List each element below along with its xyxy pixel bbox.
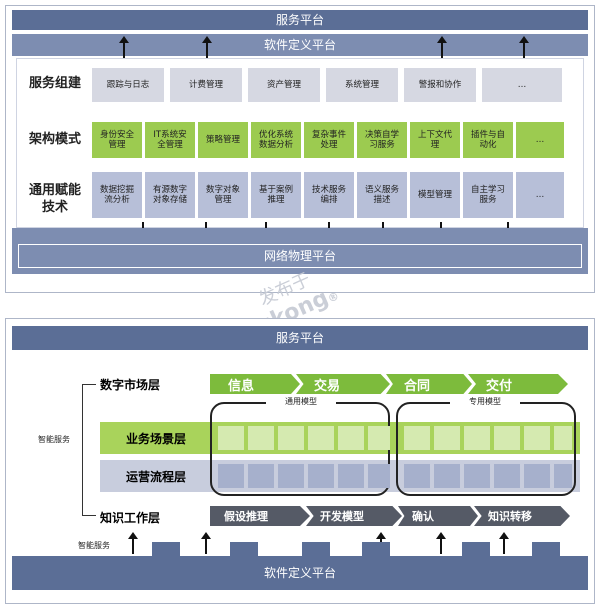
architecture-item: 上下文代 理 (410, 122, 460, 158)
left-label-smart-service: 智能服务 (38, 435, 70, 444)
architecture-item: 插件与自 动化 (463, 122, 513, 158)
special-model-label: 专用模型 (450, 396, 520, 407)
enabling-item: 数据挖掘 流分析 (92, 172, 142, 218)
left-bracket (82, 384, 96, 516)
service-item: 警报和协作 (404, 68, 476, 102)
service-item: 资产管理 (248, 68, 320, 102)
enabling-item: 语义服务 描述 (357, 172, 407, 218)
architecture-item: 决策自学 习服务 (357, 122, 407, 158)
layer-label-operation: 运营流程层 (126, 470, 187, 484)
architecture-item: 策略管理 (198, 122, 248, 158)
architecture-item: 身份安全 管理 (92, 122, 142, 158)
market-step: 信息 (210, 374, 300, 394)
service-item: 计费管理 (170, 68, 242, 102)
market-step: 交付 (468, 374, 568, 394)
row-label-service-component: 服务组建 (28, 76, 81, 91)
business-puzzle-pieces (218, 426, 574, 450)
architecture-item: IT系统安 全管理 (145, 122, 195, 158)
market-step: 交易 (296, 374, 390, 394)
enabling-item: 数字对象 管理 (198, 172, 248, 218)
knowledge-step: 确认 (398, 506, 478, 526)
service-item: 跟踪与日志 (92, 68, 164, 102)
knowledge-step: 知识转移 (474, 506, 570, 526)
top-network-platform-bar (12, 228, 588, 274)
bottom-service-platform-bar: 服务平台 (12, 326, 588, 350)
layer-label-knowledge: 知识工作层 (100, 511, 161, 525)
market-step: 合同 (386, 374, 472, 394)
top-service-platform-bar: 服务平台 (12, 10, 588, 30)
enabling-item: 有源数字 对象存储 (145, 172, 195, 218)
architecture-item: 复杂事件 处理 (304, 122, 354, 158)
top-network-platform-inner (18, 244, 582, 268)
top-software-platform-label: 软件定义平台 (263, 38, 336, 52)
knowledge-step: 开发模型 (306, 506, 402, 526)
row-label-enabling-tech: 通用赋能 技术 (28, 183, 81, 215)
architecture-item: 优化系统 数据分析 (251, 122, 301, 158)
enabling-item: 技术服务 编排 (304, 172, 354, 218)
top-network-platform-label: 网络物理平台 (263, 249, 336, 263)
operation-puzzle-pieces (218, 464, 574, 488)
enabling-item: 模型管理 (410, 172, 460, 218)
general-model-label: 通用模型 (266, 396, 336, 407)
knowledge-step: 假设推理 (210, 506, 310, 526)
enabling-item: 自主学习 服务 (463, 172, 513, 218)
top-up-arrows (0, 0, 600, 80)
bottom-software-platform-bar: 软件定义平台 (12, 556, 588, 590)
bottom-software-platform-notches (12, 542, 588, 556)
layer-label-digital-market: 数字市场层 (100, 378, 161, 392)
service-item: … (482, 68, 562, 102)
layer-label-business: 业务场景层 (126, 432, 187, 446)
enabling-item: 基于案例 推理 (251, 172, 301, 218)
architecture-item: … (516, 122, 564, 158)
enabling-item: … (516, 172, 564, 218)
service-item: 系统管理 (326, 68, 398, 102)
bottom-left-label-smart-service: 智能服务 (78, 541, 110, 550)
row-label-architecture-mode: 架构模式 (28, 132, 81, 147)
